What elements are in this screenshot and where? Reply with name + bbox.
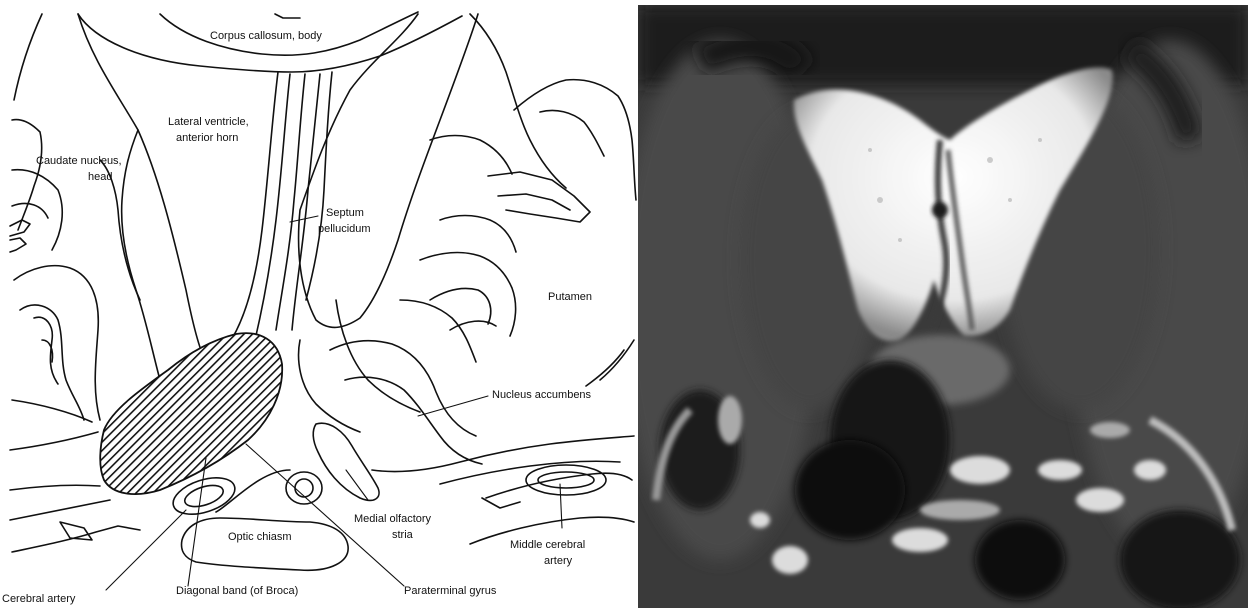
- label-lateral-ventricle-line2: anterior horn: [176, 132, 238, 144]
- label-medial-olfactory-line2: stria: [392, 529, 414, 541]
- label-caudate-line1: Caudate nucleus,: [36, 155, 122, 167]
- label-septum-line2: pellucidum: [318, 223, 371, 235]
- label-corpus-callosum: Corpus callosum, body: [210, 30, 322, 42]
- label-middle-cerebral-line1: Middle cerebral: [510, 539, 585, 551]
- label-nucleus-accumbens: Nucleus accumbens: [492, 389, 592, 401]
- anatomy-line-drawing: [10, 12, 636, 590]
- label-paraterminal-gyrus: Paraterminal gyrus: [404, 585, 497, 597]
- label-cerebral-artery: Cerebral artery: [2, 593, 76, 605]
- label-lateral-ventricle-line1: Lateral ventricle,: [168, 116, 249, 128]
- label-middle-cerebral-line2: artery: [544, 555, 573, 567]
- label-caudate-line2: head: [88, 171, 112, 183]
- label-diagonal-band: Diagonal band (of Broca): [176, 585, 298, 597]
- diagram-labels: Corpus callosum, body Lateral ventricle,…: [2, 30, 592, 605]
- mri-scan-image: [620, 5, 1252, 608]
- label-putamen: Putamen: [548, 291, 592, 303]
- label-medial-olfactory-line1: Medial olfactory: [354, 513, 432, 525]
- label-septum-line1: Septum: [326, 207, 364, 219]
- label-optic-chiasm: Optic chiasm: [228, 531, 292, 543]
